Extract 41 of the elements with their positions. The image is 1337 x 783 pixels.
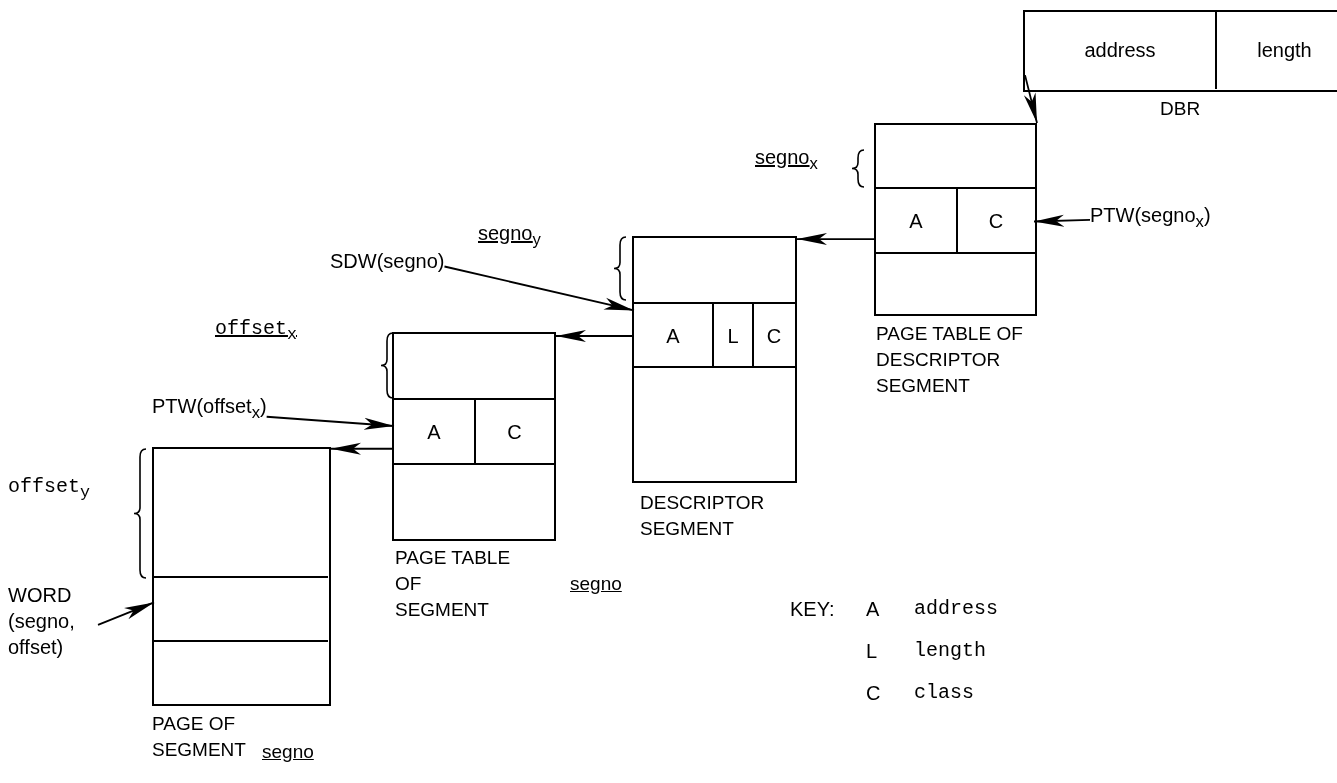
table-cell: C <box>958 189 1034 254</box>
arrow <box>97 601 155 626</box>
arrow <box>330 442 395 455</box>
memory-table <box>152 447 331 762</box>
brace-label: offset$_{y}$ <box>8 476 90 504</box>
pointer-label: WORD (segno, offset) <box>8 582 98 660</box>
brace-label: segno$_{x}$ <box>755 146 818 175</box>
pointer-label: PTW(segno$_{x}$) <box>1090 204 1211 233</box>
table-cell: A <box>394 400 476 465</box>
table-caption: PAGE TABLE OF SEGMENT <box>395 546 512 622</box>
table-cell: A <box>634 304 714 368</box>
arrow <box>1023 74 1038 124</box>
pointer-label: SDW(segno) <box>330 250 445 272</box>
table-cell: address <box>1025 12 1217 89</box>
key-heading: KEY: <box>790 598 835 620</box>
table-cell: C <box>754 304 794 368</box>
arrow <box>555 330 635 342</box>
table-caption: DBR <box>1160 97 1201 121</box>
table-caption: PAGE TABLE OF DESCRIPTOR SEGMENT <box>876 322 1024 398</box>
key-meaning: class <box>914 682 974 704</box>
table-caption: PAGE OF SEGMENT <box>152 712 247 762</box>
key-meaning: length <box>914 640 986 662</box>
key-meaning: address <box>914 598 998 620</box>
key-letter: C <box>866 682 881 704</box>
segment-variable: segno <box>570 572 622 596</box>
table-cell: C <box>476 400 553 465</box>
brace-label: offset$_{x}$ <box>215 318 297 346</box>
pointer-label: PTW(offset$_{x}$) <box>152 395 267 424</box>
table-cell: length <box>1217 12 1337 89</box>
segment-variable: segno <box>262 740 314 764</box>
arrow <box>796 233 877 246</box>
arrow <box>1033 214 1091 227</box>
table-cell: A <box>876 189 958 254</box>
word-slot <box>154 576 328 642</box>
brace-label: segno$_{y}$ <box>478 222 541 251</box>
arrow <box>265 415 395 430</box>
arrow <box>443 265 635 312</box>
key-letter: L <box>866 640 878 662</box>
table-cell: L <box>714 304 754 368</box>
table-caption: DESCRIPTOR SEGMENT <box>640 491 766 541</box>
key-letter: A <box>866 598 880 620</box>
